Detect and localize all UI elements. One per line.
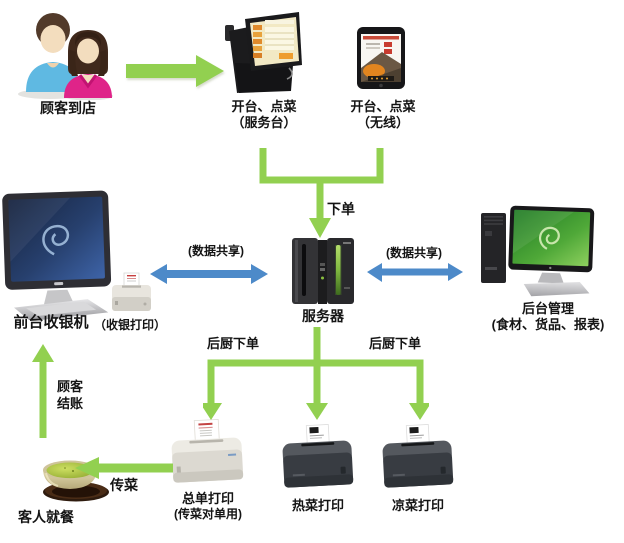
serve-edge-label: 传菜 (110, 477, 138, 493)
hot-printer-label: 热菜打印 (291, 498, 344, 513)
cashier-computer-icon (2, 190, 112, 320)
share-arrow-left (150, 264, 268, 284)
serve-arrow-left (75, 457, 173, 479)
server-label: 服务器 (302, 308, 344, 324)
customers-icon (18, 13, 113, 100)
cashier-print-label: （收银打印） (94, 318, 167, 332)
pos-terminal-label: 开台、点菜 （服务台） (231, 99, 297, 130)
kitchen-branch-arrows (203, 327, 429, 420)
cold-printer-icon (382, 424, 454, 488)
server-icon (292, 238, 354, 304)
kitchen-order-right-label: 后厨下单 (368, 336, 421, 351)
arrive-arrow-right (126, 55, 224, 87)
dining-label: 客人就餐 (18, 509, 74, 525)
customers-label: 顾客到店 (40, 100, 96, 116)
cold-printer-label: 凉菜打印 (391, 498, 444, 513)
tablet-icon (357, 27, 405, 89)
hot-printer-icon (282, 424, 354, 488)
receipt-printer-icon (112, 272, 151, 311)
cashier-label: 前台收银机 (13, 314, 89, 331)
kitchen-order-left-label: 后厨下单 (206, 336, 259, 351)
master-printer-label: 总单打印 (传菜对单用) (174, 491, 242, 521)
pos-terminal-icon (225, 12, 302, 93)
share-left-label: (数据共享) (188, 244, 244, 258)
backoffice-label: 后台管理 (食材、货品、报表) (491, 301, 605, 332)
master-printer-icon (171, 419, 244, 483)
share-right-label: (数据共享) (386, 246, 442, 260)
checkout-arrow-up (32, 344, 54, 438)
checkout-edge-label: 顾客 结账 (56, 379, 83, 411)
order-edge-label: 下单 (327, 201, 355, 217)
tablet-label: 开台、点菜 （无线） (350, 99, 416, 130)
order-bracket-arrow (259, 148, 384, 238)
backoffice-computer-icon (481, 205, 595, 297)
share-arrow-right (367, 263, 463, 282)
